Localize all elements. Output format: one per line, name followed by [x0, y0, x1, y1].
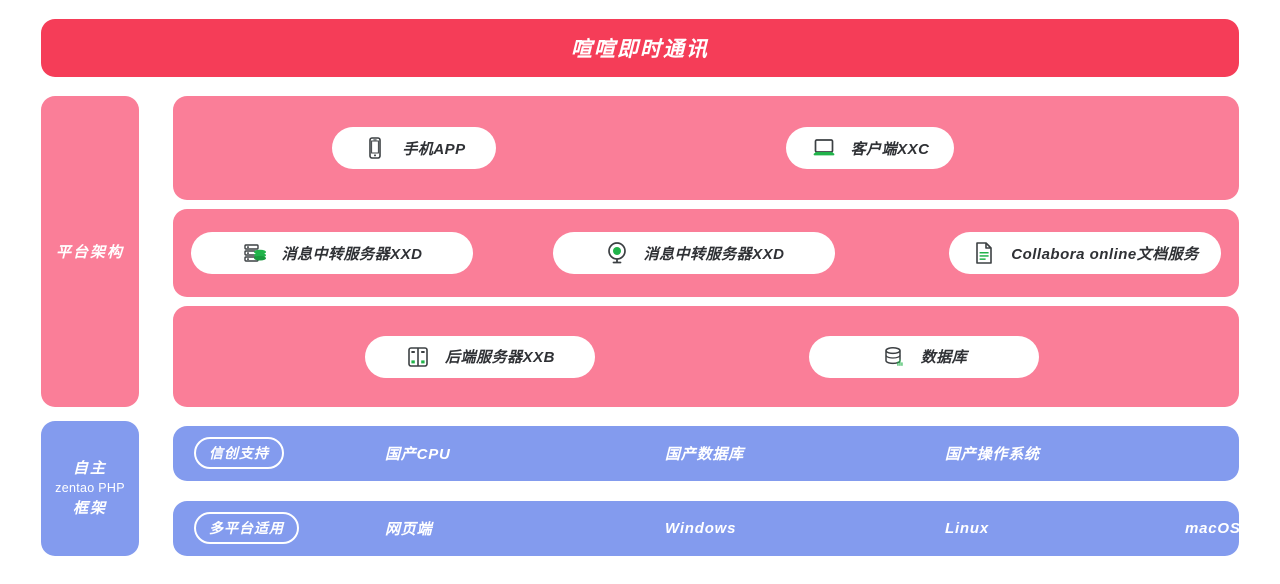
target-node-icon — [604, 240, 630, 266]
card-label: 手机APP — [402, 140, 466, 158]
server-rack-icon — [405, 344, 431, 370]
compat-item-domestic-database: 国产数据库 — [665, 446, 745, 463]
tag-multiplatform-support: 多平台适用 — [194, 512, 299, 544]
laptop-icon — [811, 135, 837, 161]
sidebar-framework-line2: zentao PHP — [55, 481, 125, 496]
card-label: 后端服务器XXB — [445, 349, 555, 366]
compat-item-macos: macOS — [1185, 520, 1241, 537]
card-backend-server[interactable]: 后端服务器XXB — [365, 335, 595, 378]
sidebar-framework-line1: 自主 — [72, 459, 107, 477]
card-message-relay-server-b[interactable]: 消息中转服务器XXD — [553, 232, 835, 274]
card-collabora-document-service[interactable]: Collabora online文档服务 — [949, 232, 1221, 274]
architecture-row-clients: 手机APP 客户端XXC — [173, 96, 1239, 200]
card-message-relay-server-a[interactable]: 消息中转服务器XXD — [191, 232, 473, 274]
compat-item-web: 网页端 — [385, 521, 433, 538]
title-banner: 喧喧即时通讯 — [41, 19, 1239, 77]
architecture-row-backend: 后端服务器XXB 数据库 — [173, 306, 1239, 407]
compat-item-linux: Linux — [945, 520, 989, 537]
compatibility-row-xinchuang: 信创支持 国产CPU 国产数据库 国产操作系统 — [173, 426, 1239, 481]
card-label: Collabora online文档服务 — [1011, 245, 1199, 263]
card-label: 消息中转服务器XXD — [281, 245, 423, 263]
card-label: 客户端XXC — [850, 140, 930, 158]
card-desktop-client[interactable]: 客户端XXC — [786, 127, 954, 169]
sidebar-platform-architecture: 平台架构 — [41, 96, 139, 407]
tag-xinchuang-support: 信创支持 — [194, 437, 284, 469]
compat-item-windows: Windows — [665, 520, 737, 537]
card-label: 数据库 — [920, 349, 968, 366]
sidebar-framework-line3: 框架 — [72, 499, 107, 517]
mobile-phone-icon — [362, 135, 388, 161]
sidebar-platform-label: 平台架构 — [55, 244, 124, 261]
document-icon — [971, 240, 997, 266]
server-stack-icon — [242, 240, 268, 266]
card-mobile-app[interactable]: 手机APP — [332, 127, 496, 169]
compatibility-row-multiplatform: 多平台适用 网页端 Windows Linux macOS — [173, 501, 1241, 556]
card-label: 消息中转服务器XXD — [643, 245, 785, 263]
database-icon — [881, 344, 907, 370]
architecture-row-services: 消息中转服务器XXD 消息中转服务器XXD — [173, 209, 1239, 297]
compat-item-domestic-os: 国产操作系统 — [945, 446, 1040, 463]
card-database[interactable]: 数据库 — [809, 335, 1039, 378]
sidebar-framework: 自主 zentao PHP 框架 — [41, 421, 139, 556]
compat-item-domestic-cpu: 国产CPU — [385, 446, 451, 463]
page-title: 喧喧即时通讯 — [571, 38, 709, 61]
